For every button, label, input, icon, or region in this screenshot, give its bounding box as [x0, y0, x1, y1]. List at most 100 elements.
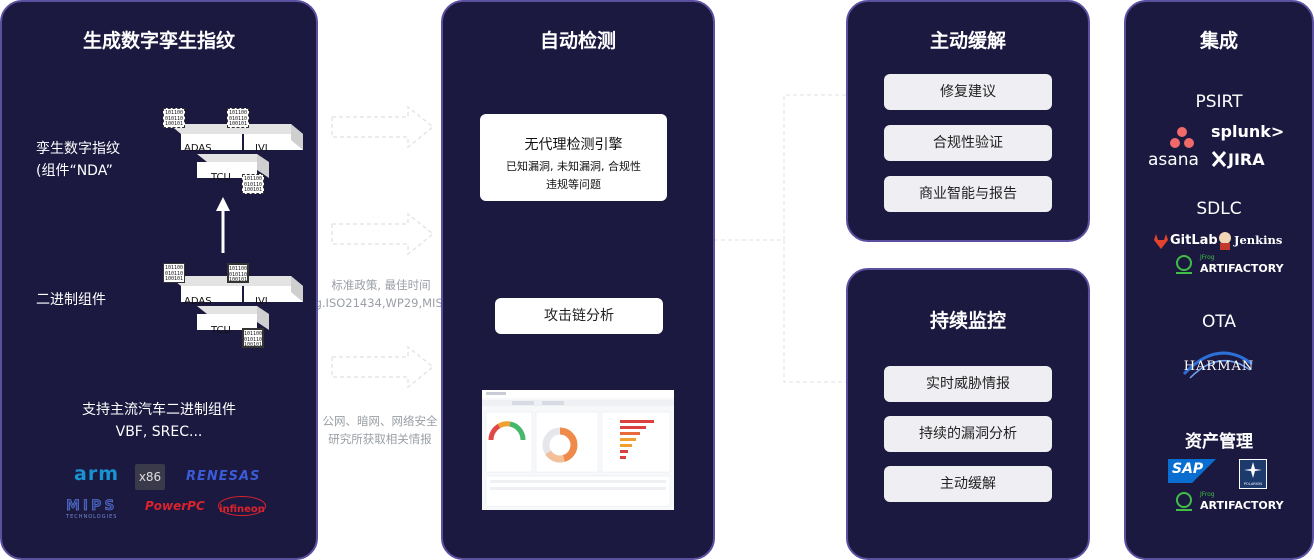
twin-adas-label: ADAS [184, 143, 212, 154]
harman-logo: HARMAN [1183, 359, 1255, 374]
chip-line-1: 101100 [164, 110, 184, 116]
psirt-heading: PSIRT [1195, 92, 1243, 112]
binary-block-stack [169, 276, 303, 330]
renesas-logo: RENESAS [186, 469, 261, 484]
sdlc-heading: SDLC [1196, 199, 1242, 219]
engine-title: 无代理检测引擎 [524, 137, 623, 153]
twin-label-line-2: (组件“NDA” [36, 163, 113, 179]
twin-panel: 生成数字孪生指纹 孪生数字指纹 (组件“NDA” 二进制组件 ADAS IVI … [0, 0, 318, 560]
binary-tcu-label: TCU [211, 325, 231, 336]
flow-arrow-3 [331, 345, 435, 389]
gitlab-logo: GitLab [1170, 233, 1218, 248]
jfrog-icon-2 [1176, 492, 1192, 511]
jenkins-icon [1219, 232, 1231, 250]
dashboard-thumbnail [482, 390, 674, 510]
mips-logo: MIPS TECHNOLOGIES [66, 498, 117, 520]
chip-line-1: 101100 [229, 266, 248, 272]
support-line-2: VBF, SREC... [115, 424, 203, 440]
jfrog-label-2: JFrog [1200, 491, 1215, 498]
powerpc-logo: PowerPC [145, 499, 205, 513]
support-text: 支持主流汽车二进制组件 VBF, SREC... [2, 399, 316, 443]
jfrog-label-1: JFrog [1200, 254, 1215, 261]
monitor-item-vuln-analysis: 持续的漏洞分析 [884, 416, 1052, 452]
detect-panel: 自动检测 无代理检测引擎 已知漏洞, 未知漏洞, 合规性 违规等问题 攻击链分析 [441, 0, 715, 560]
engine-card: 无代理检测引擎 已知漏洞, 未知漏洞, 合规性 违规等问题 [480, 114, 667, 201]
chip-line-1: 101100 [164, 265, 184, 271]
sap-logo-shape [1168, 459, 1216, 483]
artifactory-logo-1: ARTIFACTORY [1200, 262, 1284, 275]
twin-chip-adas: 101100 010110 100101 [163, 108, 185, 128]
monitor-panel: 持续监控 实时威胁情报 持续的漏洞分析 主动缓解 [846, 268, 1090, 560]
artifactory-logo-2: ARTIFACTORY [1200, 499, 1284, 512]
asana-icon [1170, 127, 1194, 148]
twin-chip-ivi: 101100 010110 100101 [227, 108, 249, 128]
mips-name: MIPS [66, 498, 118, 515]
asana-logo: asana [1148, 150, 1199, 170]
arm-logo: arm [74, 463, 119, 485]
chip-line-1: 101100 [244, 331, 263, 337]
chip-line-3: 100101 [244, 342, 263, 348]
ota-heading: OTA [1201, 312, 1237, 332]
mitigate-panel-title: 主动缓解 [929, 30, 1006, 52]
engine-line-1: 已知漏洞, 未知漏洞, 合规性 [506, 160, 641, 173]
chip-line-3: 100101 [164, 276, 184, 282]
splunk-logo: splunk> [1211, 122, 1285, 141]
chip-line-2: 010110 [164, 115, 184, 122]
twin-label-line-1: 孪生数字指纹 [36, 141, 120, 157]
mitigate-item-bi: 商业智能与报告 [884, 176, 1052, 212]
chip-line-3: 100101 [228, 121, 248, 127]
chip-line-3: 100101 [164, 121, 184, 127]
chip-line-2: 010110 [244, 336, 263, 343]
twin-label: 孪生数字指纹 (组件“NDA” [36, 138, 120, 182]
binary-chip-tcu: 101100 010110 100101 [242, 328, 264, 348]
twin-chip-tcu: 101100 010110 100101 [242, 174, 264, 194]
policy-annotation: 标准政策, 最佳时间 (e.g.ISO21434,WP29,MISRA) [296, 276, 466, 312]
twin-ivi-label: IVI [255, 143, 268, 154]
twin-tcu-label: TCU [211, 172, 231, 183]
policy-line-1: 标准政策, 最佳时间 [331, 278, 431, 292]
chip-line-1: 101100 [228, 110, 248, 116]
sap-logo: SAP [1172, 461, 1204, 477]
support-line-1: 支持主流汽车二进制组件 [82, 402, 236, 418]
connector-lines [714, 94, 846, 383]
polarion-name: POLARION [1243, 482, 1263, 486]
binary-ivi-label: IVI [255, 296, 268, 307]
polarion-logo: POLARION [1239, 459, 1267, 489]
mitigate-panel: 主动缓解 修复建议 合规性验证 商业智能与报告 [846, 0, 1090, 242]
polarion-star-icon [1244, 462, 1262, 478]
chip-line-2: 010110 [164, 270, 184, 277]
integrate-panel: 集成 PSIRT splunk> asana JIRA SDLC GitLab … [1124, 0, 1314, 560]
chip-line-2: 010110 [243, 181, 263, 188]
chip-line-1: 101100 [243, 176, 263, 182]
mips-sub: TECHNOLOGIES [66, 514, 118, 520]
harman-swoosh-icon [1182, 351, 1253, 379]
jenkins-logo: Jenkins [1234, 233, 1283, 247]
up-arrow-icon [216, 197, 230, 253]
engine-line-2: 违规等问题 [546, 178, 601, 191]
monitor-item-threat-intel: 实时威胁情报 [884, 366, 1052, 402]
attack-chain-box: 攻击链分析 [495, 298, 663, 334]
chip-line-3: 100101 [243, 187, 263, 193]
integrate-panel-title: 集成 [1199, 30, 1238, 52]
intel-line-1: 公网、暗网、网络安全 [322, 414, 438, 428]
chip-line-3: 100101 [229, 277, 248, 283]
asset-heading: 资产管理 [1185, 432, 1253, 452]
chip-line-2: 010110 [228, 115, 248, 122]
mitigate-item-compliance: 合规性验证 [884, 125, 1052, 161]
binary-label: 二进制组件 [36, 292, 106, 308]
policy-line-2: (e.g.ISO21434,WP29,MISRA) [299, 296, 463, 310]
gitlab-icon [1154, 234, 1168, 249]
detect-panel-title: 自动检测 [539, 30, 616, 52]
x86-logo: x86 [135, 464, 165, 490]
binary-adas-label: ADAS [184, 296, 212, 307]
jira-logo: JIRA [1228, 150, 1265, 169]
flow-arrow-1 [331, 105, 435, 149]
jira-icon [1211, 151, 1227, 167]
twin-block-stack [169, 124, 303, 178]
mitigate-item-fix: 修复建议 [884, 74, 1052, 110]
infineon-logo: infineon [218, 496, 266, 516]
intel-annotation: 公网、暗网、网络安全 研究所获取相关情报 [300, 412, 460, 448]
monitor-panel-title: 持续监控 [929, 310, 1006, 332]
infineon-name: infineon [219, 504, 265, 515]
flow-arrow-2 [331, 212, 435, 256]
